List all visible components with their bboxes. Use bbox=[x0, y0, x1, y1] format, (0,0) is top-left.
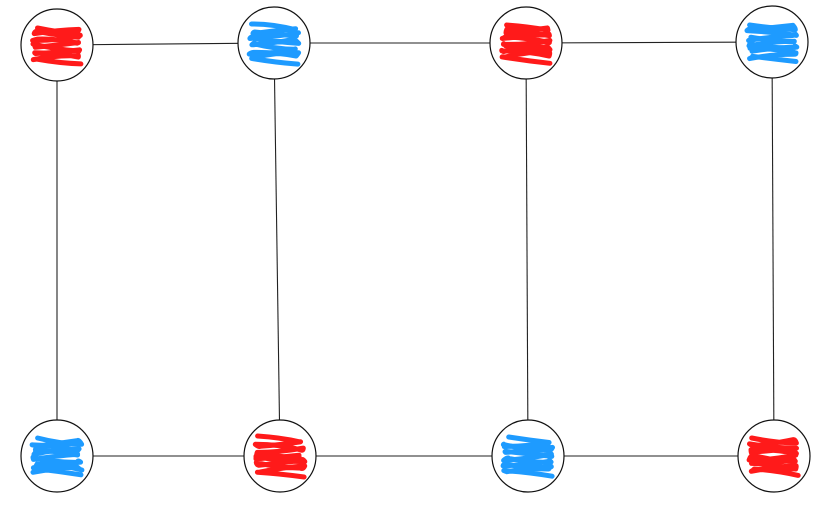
node-n1 bbox=[20, 8, 94, 82]
node-n8 bbox=[737, 419, 811, 493]
node-n3 bbox=[489, 6, 563, 80]
nodes-layer bbox=[20, 5, 811, 493]
edge-n4-n8 bbox=[771, 41, 775, 457]
node-n5 bbox=[20, 419, 94, 493]
node-n2 bbox=[237, 6, 311, 80]
blue-scribble-mark bbox=[246, 21, 302, 67]
edge-n2-n6 bbox=[273, 42, 281, 457]
edge-n3-n7 bbox=[525, 42, 529, 457]
node-n4 bbox=[735, 5, 809, 79]
red-scribble-mark bbox=[499, 22, 553, 66]
edge-n3-n4 bbox=[525, 41, 773, 44]
red-scribble-mark bbox=[746, 435, 801, 478]
blue-scribble-mark bbox=[29, 435, 85, 478]
blue-scribble-mark bbox=[500, 434, 555, 479]
node-n6 bbox=[243, 419, 317, 493]
edges-layer bbox=[56, 41, 775, 457]
red-scribble-mark bbox=[30, 25, 84, 67]
red-scribble-mark bbox=[252, 433, 308, 480]
node-n7 bbox=[491, 419, 565, 493]
blue-scribble-mark bbox=[744, 22, 800, 64]
